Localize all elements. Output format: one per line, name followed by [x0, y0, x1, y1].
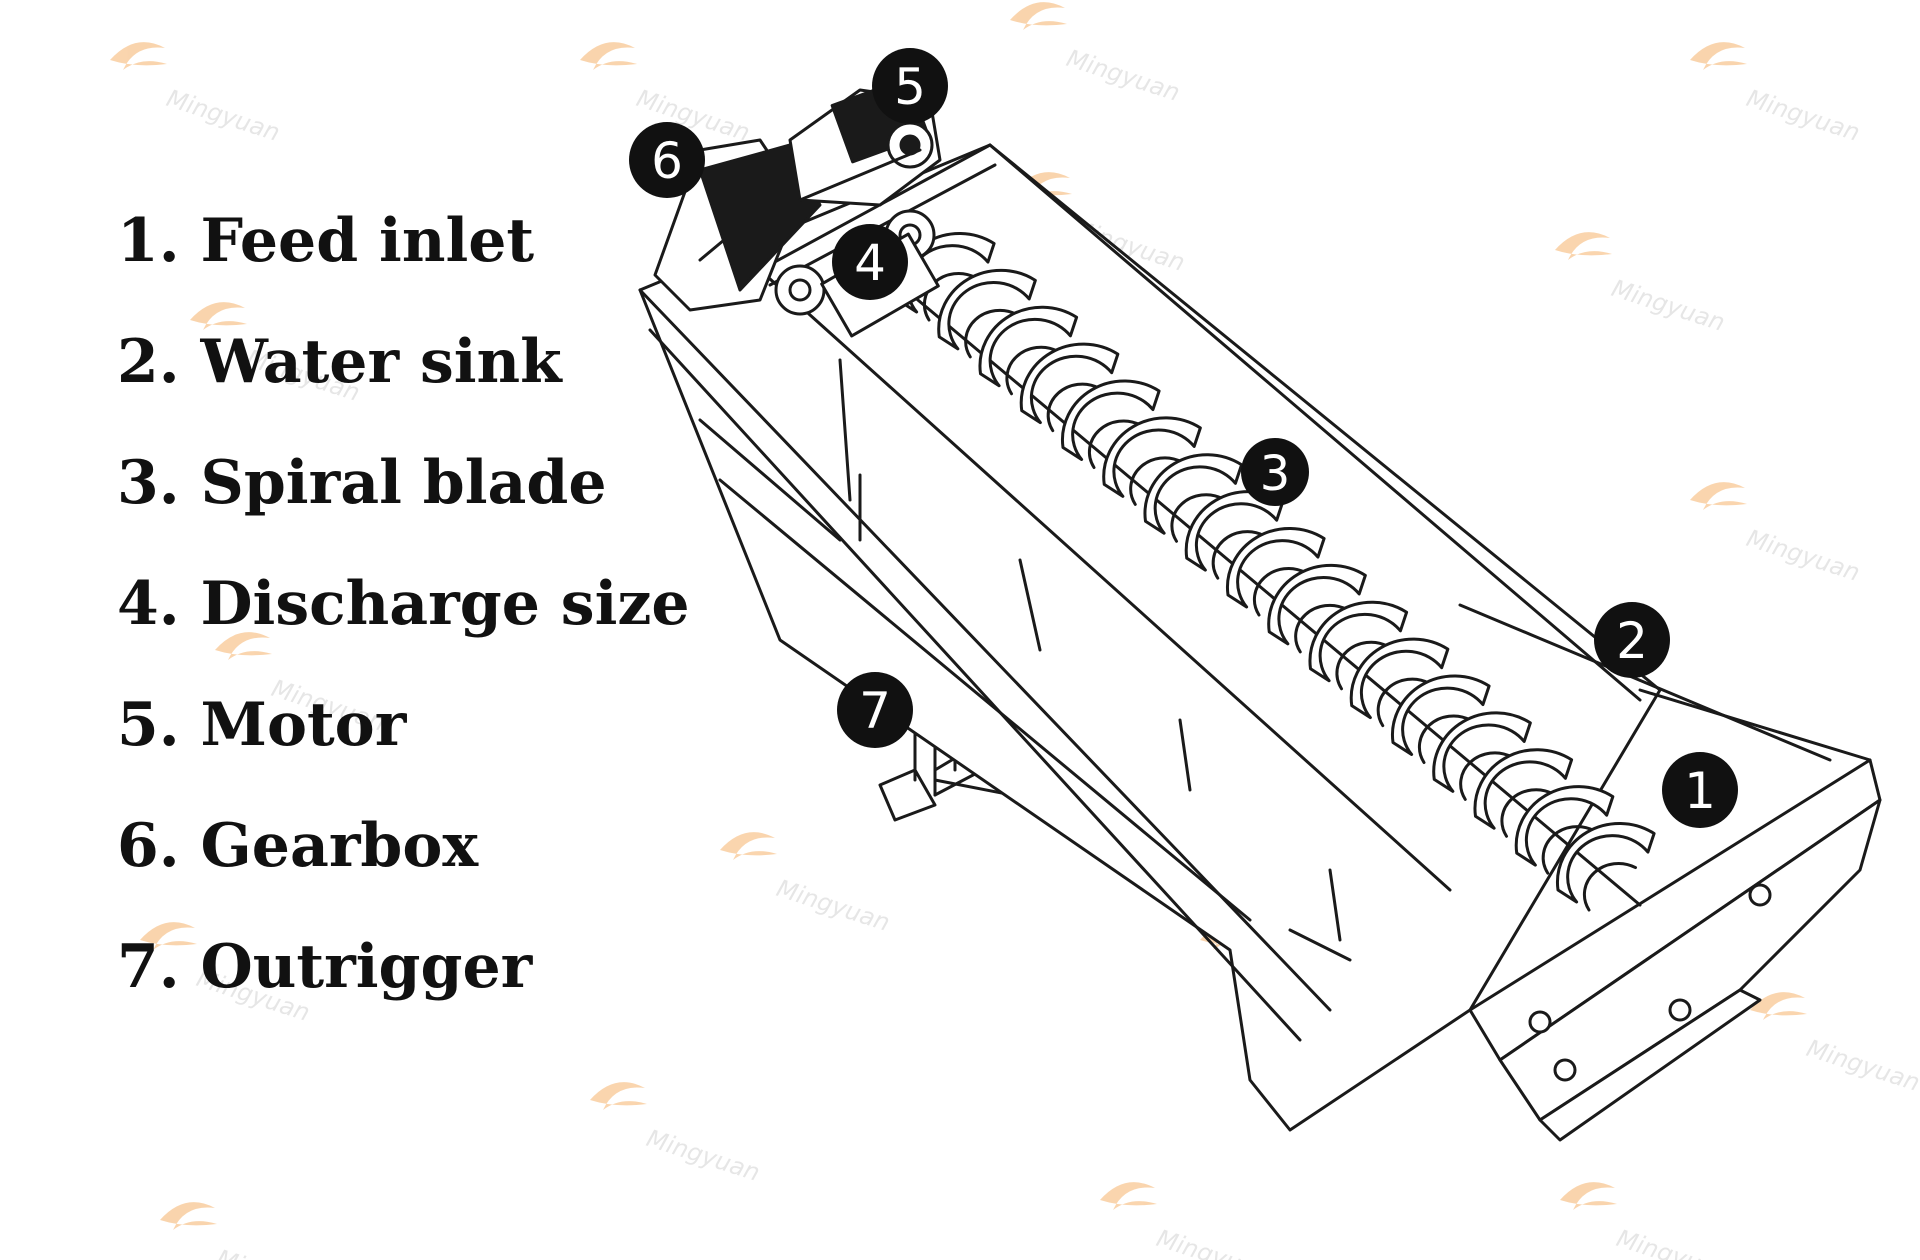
callout-number: 4: [854, 234, 886, 292]
spiral-blade-edge: [1417, 714, 1472, 764]
spiral-blade-edge: [1459, 751, 1514, 801]
spiral-blade: [1432, 711, 1532, 793]
spiral-blade: [1555, 821, 1656, 904]
water-sink-trough: [638, 143, 1662, 1132]
legend-item-water-sink: 2. Water sink: [117, 327, 562, 397]
legend-item-discharge-size: 4. Discharge size: [117, 569, 690, 639]
callout-badge-3: 3: [1241, 438, 1309, 506]
callout-badge-2: 2: [1594, 602, 1670, 678]
callout-badge-7: 7: [837, 672, 913, 748]
watermark-logo-icon: [160, 1202, 217, 1230]
spiral-blade-edge: [964, 308, 1019, 359]
spiral-blade: [1514, 785, 1615, 867]
legend-item-feed-inlet: 1. Feed inlet: [117, 206, 535, 276]
spiral-blade: [1225, 526, 1326, 609]
watermark-logo-icon: [720, 832, 777, 860]
watermark-logo-icon: [215, 632, 272, 660]
spiral-blade: [1349, 637, 1450, 720]
spiral-blade-edge: [1582, 861, 1637, 912]
legend-item-gearbox: 6. Gearbox: [117, 811, 479, 881]
watermark-logo-icon: [1750, 992, 1807, 1020]
spiral-blade-edge: [1087, 419, 1142, 469]
spiral-blade: [978, 305, 1079, 388]
watermark-logo-icon: [1690, 42, 1747, 70]
watermark-logo-icon: [110, 42, 167, 70]
spiral-blade-edge: [1129, 456, 1184, 506]
discharge-end: [774, 209, 940, 338]
spiral-blade-edge: [1005, 345, 1060, 396]
watermark-logo-icon: [1560, 1182, 1617, 1210]
callout-badge-5: 5: [872, 48, 948, 124]
watermark-logo-icon: [190, 302, 247, 330]
watermark-logo-icon: [580, 42, 637, 70]
spiral-blade-edge: [1376, 677, 1431, 728]
legend-item-outrigger: 7. Outrigger: [117, 932, 533, 1002]
callout-badge-4: 4: [832, 224, 908, 300]
spiral-blade-edge: [1252, 566, 1307, 617]
legend-item-motor: 5. Motor: [117, 690, 407, 760]
watermark-logo-icon: [590, 1082, 647, 1110]
spiral-blade: [1267, 563, 1367, 646]
spiral-blade-edge: [1294, 603, 1349, 654]
spiral-blade: [1102, 416, 1202, 498]
watermark-logo-icon: [1100, 1182, 1157, 1210]
spiral-blade: [1143, 453, 1244, 535]
legend-item-spiral-blade: 3. Spiral blade: [117, 448, 607, 518]
spiral-blade-edge: [1335, 640, 1390, 691]
spiral-blade: [1019, 342, 1120, 425]
spiral-blade-edge: [1211, 530, 1266, 580]
callout-number: 1: [1684, 762, 1716, 820]
spiral-blade: [1473, 748, 1574, 830]
callout-badge-1: 1: [1662, 752, 1738, 828]
watermark-logo-icon: [1555, 232, 1612, 260]
callout-number: 2: [1616, 612, 1648, 670]
callout-number: 6: [651, 132, 683, 190]
spiral-blade-edge: [1046, 382, 1101, 433]
watermark-logo-icon: [1690, 482, 1747, 510]
callout-number: 3: [1260, 446, 1291, 502]
spiral-blade-edge: [1170, 493, 1225, 543]
spiral-blade: [1390, 674, 1491, 756]
parts-legend: 1. Feed inlet 2. Water sink 3. Spiral bl…: [117, 205, 690, 1052]
watermark-logo-icon: [140, 922, 197, 950]
spiral-blade: [937, 268, 1037, 351]
spiral-blade-edge: [1500, 788, 1555, 838]
spiral-blade: [1308, 600, 1409, 683]
spiral-blade-assembly: [895, 231, 1656, 912]
feed-inlet-tank: [1458, 603, 1882, 1142]
watermark-logo-icon: [1010, 2, 1067, 30]
spiral-blade: [1060, 379, 1161, 461]
callout-number: 7: [859, 682, 891, 740]
callout-number: 5: [894, 58, 926, 116]
callout-badge-6: 6: [629, 122, 705, 198]
spiral-blade: [1184, 490, 1285, 572]
spiral-blade-edge: [1541, 825, 1596, 875]
